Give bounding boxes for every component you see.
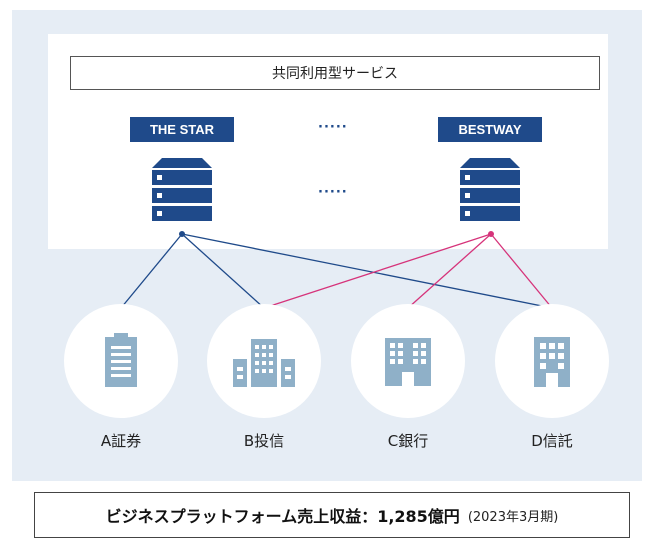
bank-building-icon	[385, 338, 431, 386]
ellipsis-servers: ·····	[318, 185, 348, 200]
client-d-circle	[495, 304, 609, 418]
system-label-the-star: THE STAR	[130, 117, 234, 142]
connection-line	[263, 233, 492, 309]
document-icon	[105, 333, 137, 387]
revenue-box: ビジネスプラットフォーム売上収益：1,285億円 (2023年3月期)	[34, 492, 630, 538]
connection-node	[179, 231, 185, 237]
connection-line	[120, 233, 183, 309]
server-icon	[152, 158, 212, 221]
client-c-circle	[351, 304, 465, 418]
server-icon	[460, 158, 520, 221]
ellipsis-labels: ·····	[318, 120, 348, 135]
connection-node	[488, 231, 494, 237]
client-label: B投信	[243, 432, 285, 450]
shared-service-box: 共同利用型サービス	[70, 56, 600, 90]
client-b-circle	[207, 304, 321, 418]
shared-service-title: 共同利用型サービス	[272, 66, 398, 82]
connection-line	[490, 233, 553, 309]
system-label-bestway: BESTWAY	[438, 117, 542, 142]
connection-line	[181, 233, 265, 309]
connection-line	[407, 233, 492, 309]
client-label: D信託	[531, 432, 573, 450]
connection-line	[181, 233, 553, 309]
revenue-text: ビジネスプラットフォーム売上収益：1,285億円	[105, 507, 460, 526]
revenue-period: (2023年3月期)	[467, 509, 559, 525]
system-name: THE STAR	[149, 122, 215, 137]
client-label: C銀行	[387, 432, 429, 450]
trust-building-icon	[534, 337, 570, 387]
client-label: A証券	[100, 432, 142, 450]
system-name: BESTWAY	[458, 122, 522, 137]
client-a-circle	[64, 304, 178, 418]
office-buildings-icon	[233, 339, 295, 387]
